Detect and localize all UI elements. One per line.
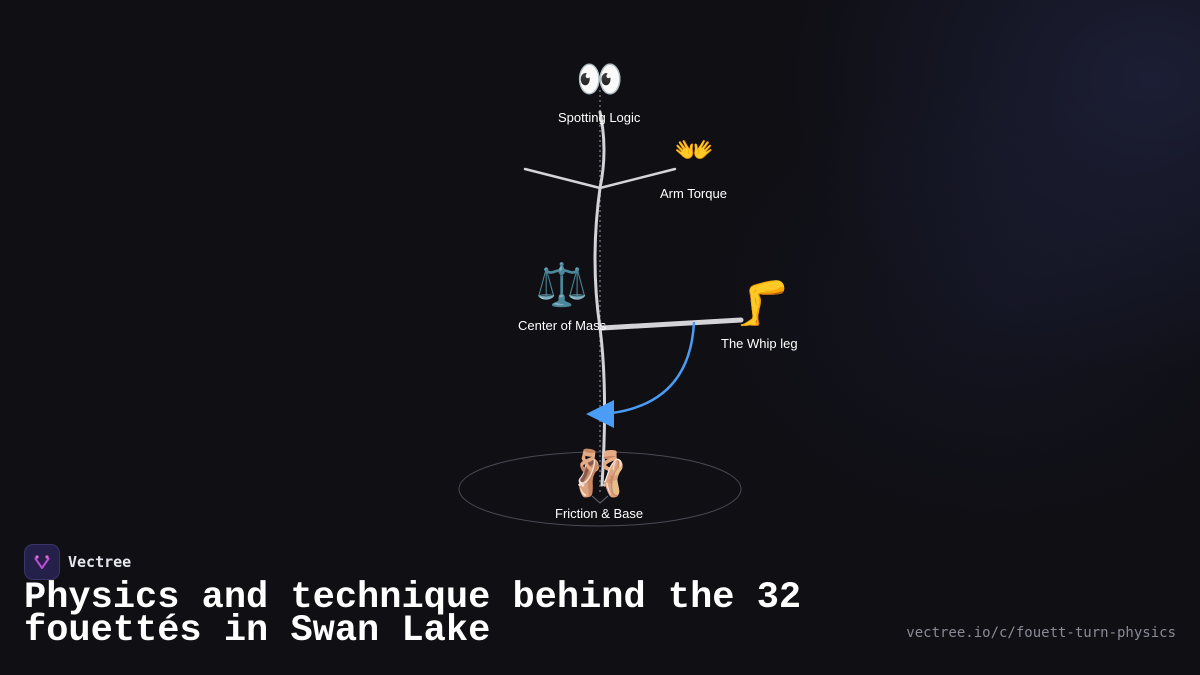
right-arm (598, 167, 677, 190)
ballet-shoes-icon: 🩰 (573, 448, 628, 499)
brand: Vectree (24, 544, 131, 580)
rotation-arrow-arc (611, 321, 696, 415)
source-url: vectree.io/c/fouett-turn-physics (906, 625, 1176, 641)
rotation-arrow-head (586, 400, 614, 428)
body-spine (593, 110, 607, 487)
arm-torque-label: Arm Torque (660, 186, 727, 201)
base-point-chevron (591, 495, 609, 504)
open-hands-icon: 👐 (674, 131, 714, 169)
whip-leg-label: The Whip leg (721, 336, 798, 351)
center-of-mass-label: Center of Mass (518, 318, 607, 333)
spotting-logic-label: Spotting Logic (558, 110, 641, 125)
vectree-logo-icon (24, 544, 60, 580)
friction-base-label: Friction & Base (555, 506, 644, 521)
eyes-icon: 👀 (576, 57, 624, 101)
page-title: Physics and technique behind the 32 foue… (24, 577, 802, 652)
brand-name: Vectree (68, 553, 132, 571)
whip-leg-line (599, 317, 744, 331)
balance-scale-icon: ⚖️ (535, 260, 589, 309)
leg-icon: 🦵 (735, 278, 790, 329)
left-arm (523, 167, 602, 190)
